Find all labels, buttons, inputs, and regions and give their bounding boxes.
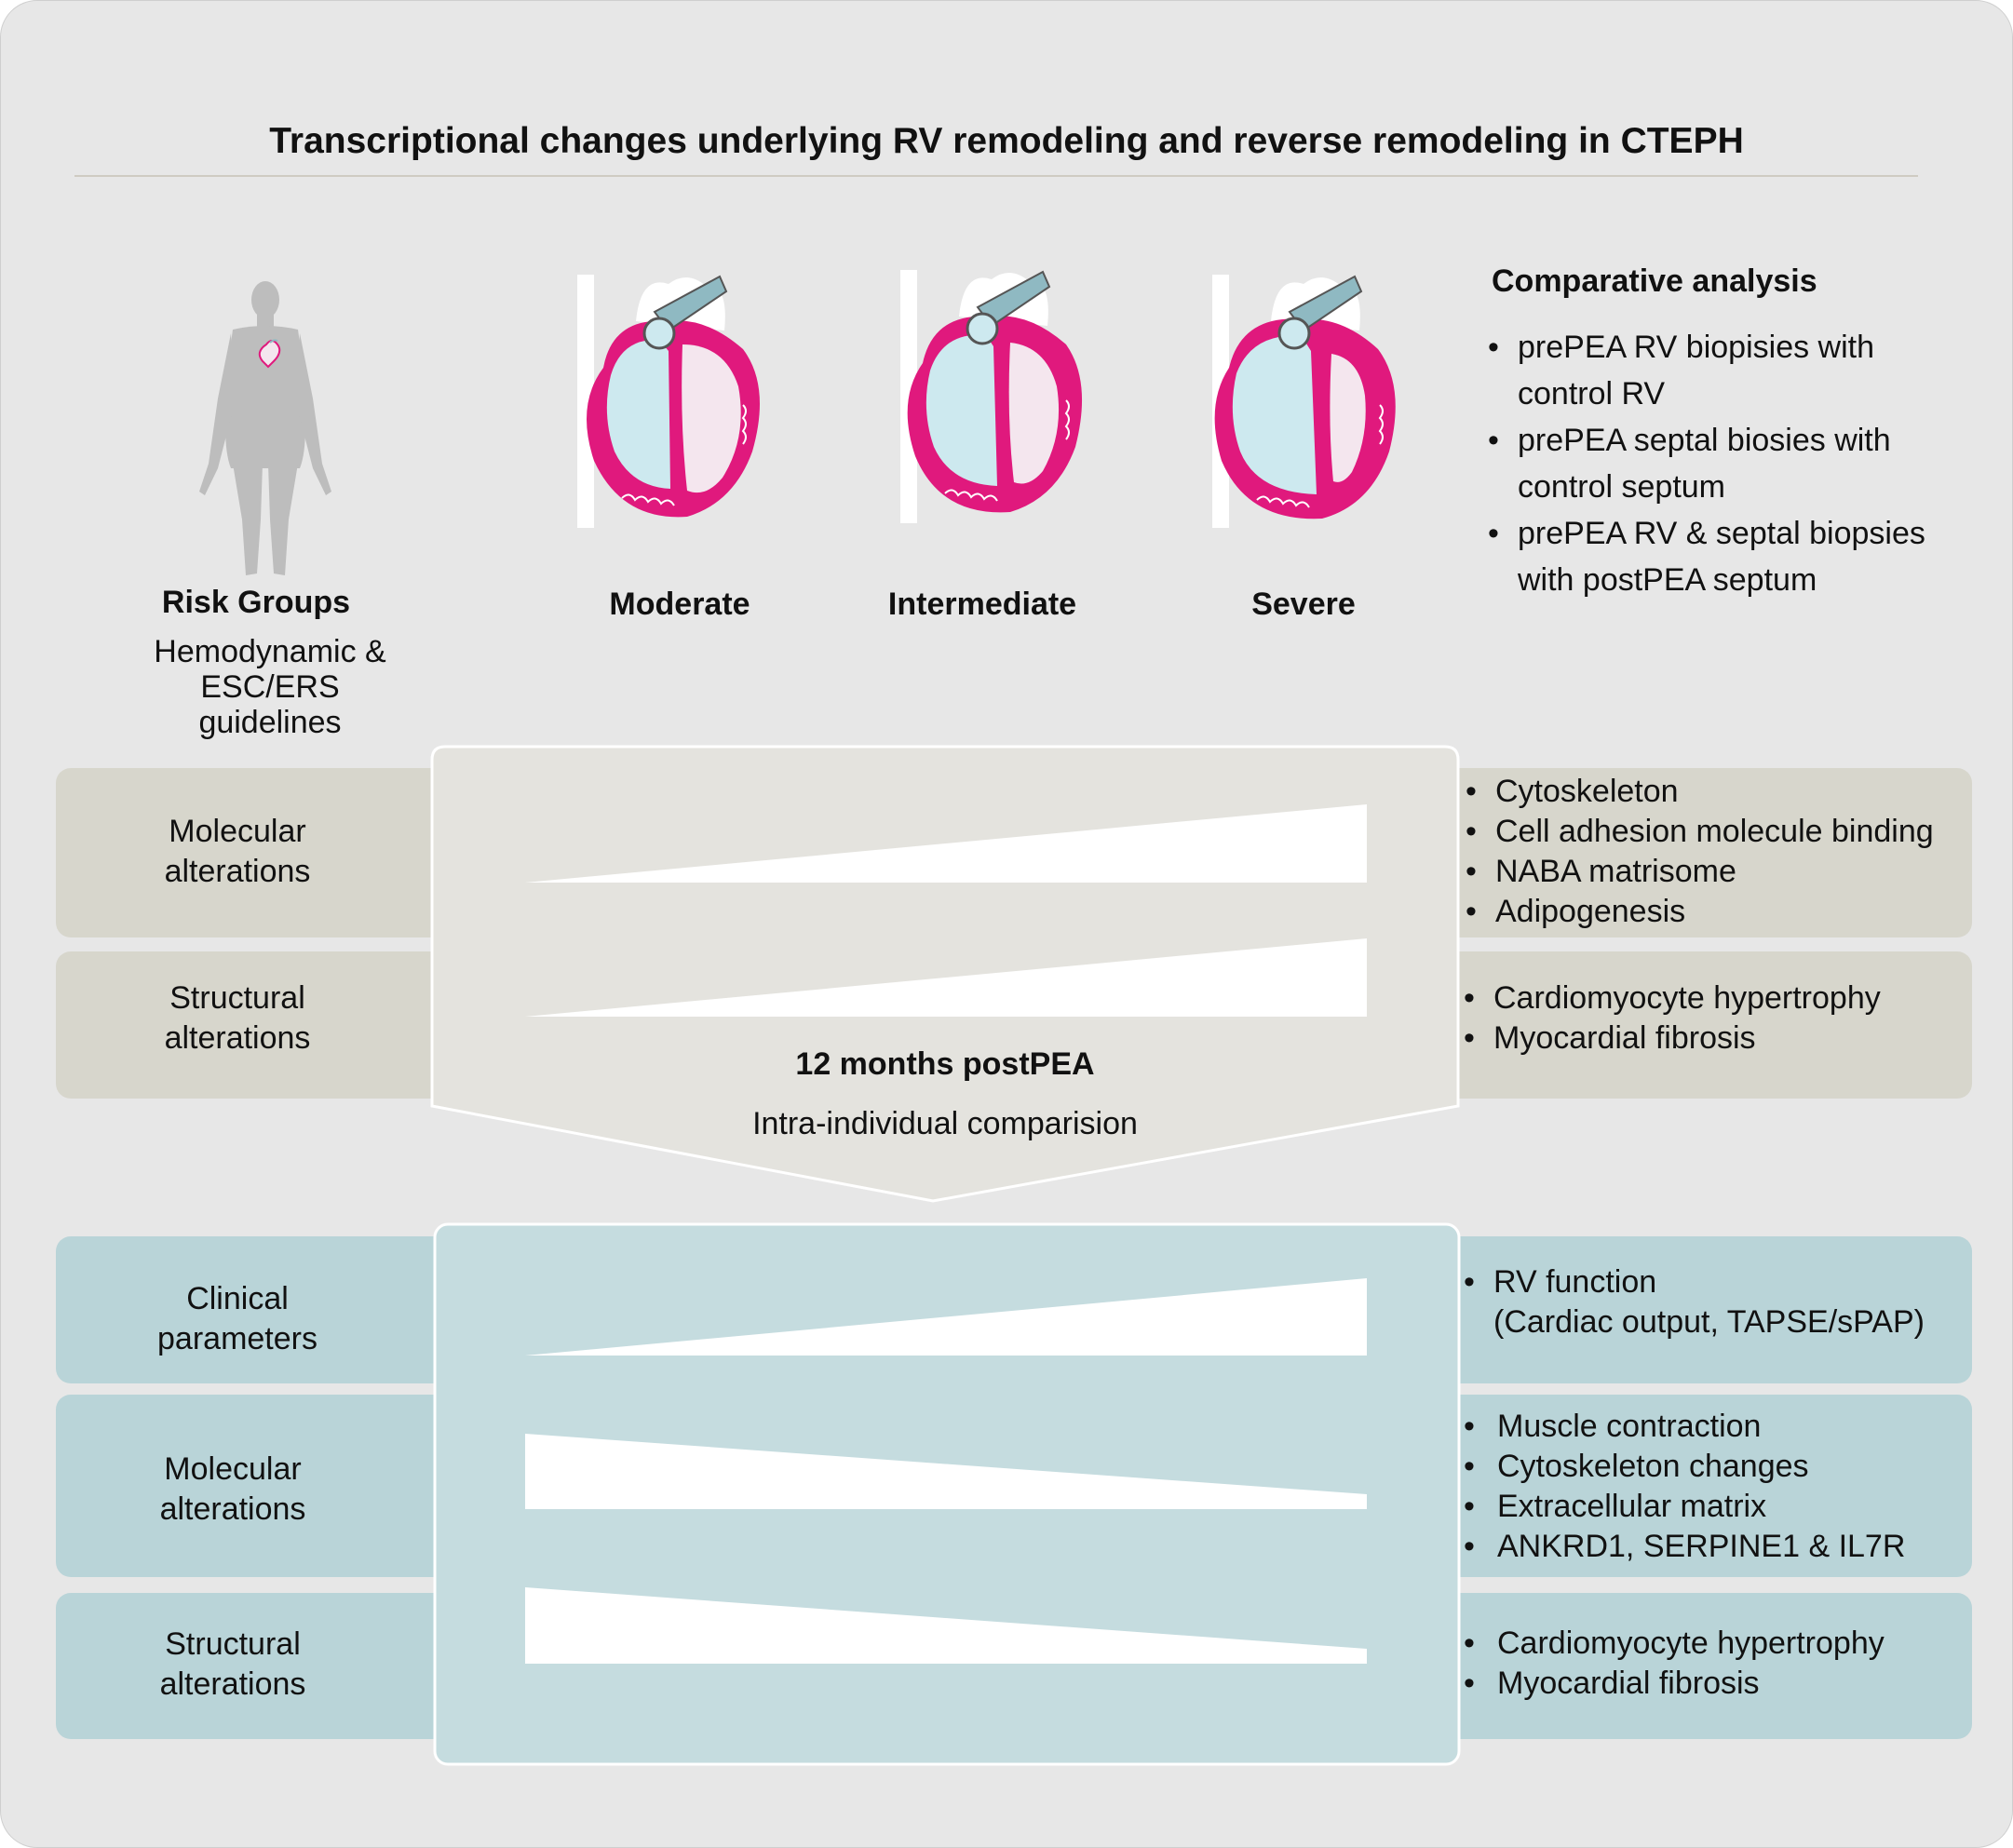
- row-label-line: alterations: [164, 1020, 311, 1056]
- post-clinical-label: Clinical parameters: [56, 1279, 419, 1359]
- risk-sub-line: Hemodynamic &: [154, 634, 386, 669]
- bullet-item: Myocardial fibrosis: [1462, 1018, 1965, 1059]
- title-divider: [74, 175, 1918, 177]
- risk-sub-line: guidelines: [198, 705, 342, 740]
- row-label-line: Molecular: [164, 1451, 302, 1487]
- bullet-item: Cell adhesion molecule binding: [1464, 812, 1966, 852]
- row-label-line: alterations: [164, 854, 311, 889]
- row-label-line: alterations: [159, 1491, 306, 1527]
- bullet-item: Adipogenesis: [1464, 892, 1966, 932]
- pre-structural-label: Structural alterations: [56, 978, 419, 1059]
- row-label-line: Structural: [165, 1626, 301, 1662]
- comparative-analysis-list: prePEA RV biopisies with control RV preP…: [1488, 324, 1972, 603]
- pre-pea-arrow-panel: [430, 745, 1460, 1203]
- post-clinical-bullets: RV function (Cardiac output, TAPSE/sPAP): [1462, 1262, 1965, 1342]
- severity-moderate-label: Moderate: [609, 587, 750, 622]
- heart-intermediate-icon: [900, 270, 1083, 523]
- human-silhouette-icon: [199, 281, 331, 575]
- decrease-wedge-structural: [525, 1587, 1367, 1664]
- heart-severe-icon: [1212, 275, 1396, 528]
- increase-wedge-molecular: [525, 804, 1367, 883]
- bullet-item: Myocardial fibrosis: [1462, 1664, 1965, 1704]
- risk-groups-subtitle: Hemodynamic & ESC/ERS guidelines: [112, 634, 428, 740]
- post-molecular-label: Molecular alterations: [56, 1450, 410, 1530]
- row-label-line: Molecular: [169, 814, 306, 849]
- bullet-item: Extracellular matrix: [1462, 1487, 1965, 1527]
- comparative-item: prePEA septal biosies with control septu…: [1488, 417, 1972, 510]
- comparative-item-line: prePEA RV & septal biopsies: [1518, 516, 1925, 551]
- bullet-item: Cytoskeleton changes: [1462, 1447, 1965, 1487]
- bullet-item: Cardiomyocyte hypertrophy: [1462, 1624, 1965, 1664]
- comparative-item-line: control septum: [1518, 469, 1725, 505]
- pre-structural-bullets: Cardiomyocyte hypertrophy Myocardial fib…: [1462, 978, 1965, 1059]
- comparative-item: prePEA RV & septal biopsies with postPEA…: [1488, 510, 1972, 603]
- bullet-continuation: (Cardiac output, TAPSE/sPAP): [1493, 1304, 1925, 1340]
- bullet-item: Cytoskeleton: [1464, 772, 1966, 812]
- bullet-item: RV function (Cardiac output, TAPSE/sPAP): [1462, 1262, 1965, 1342]
- timepoint-label: 12 months postPEA: [795, 1046, 1095, 1082]
- comparative-item: prePEA RV biopisies with control RV: [1488, 324, 1972, 417]
- severity-severe-label: Severe: [1251, 587, 1356, 622]
- decrease-wedge-molecular: [525, 1434, 1367, 1509]
- post-structural-bullets: Cardiomyocyte hypertrophy Myocardial fib…: [1462, 1624, 1965, 1704]
- comparative-item-line: prePEA RV biopisies with: [1518, 330, 1875, 365]
- increase-wedge-structural: [525, 938, 1367, 1017]
- bullet-item: ANKRD1, SERPINE1 & IL7R: [1462, 1527, 1965, 1567]
- comparison-label: Intra-individual comparision: [752, 1106, 1138, 1141]
- heart-moderate-icon: [577, 275, 760, 528]
- risk-groups-heading: Risk Groups: [161, 585, 351, 620]
- bullet-item: NABA matrisome: [1464, 852, 1966, 892]
- increase-wedge-clinical: [525, 1278, 1367, 1356]
- comparative-item-line: control RV: [1518, 376, 1666, 411]
- small-heart-icon: [258, 339, 281, 369]
- bullet-item: Cardiomyocyte hypertrophy: [1462, 978, 1965, 1018]
- figure-title: Transcriptional changes underlying RV re…: [269, 121, 1744, 161]
- pre-molecular-bullets: Cytoskeleton Cell adhesion molecule bind…: [1464, 772, 1966, 932]
- comparative-analysis-heading: Comparative analysis: [1492, 263, 1817, 299]
- post-pea-panel: [433, 1222, 1461, 1766]
- comparative-item-line: prePEA septal biosies with: [1518, 423, 1891, 458]
- row-label-line: alterations: [159, 1666, 306, 1702]
- post-molecular-bullets: Muscle contraction Cytoskeleton changes …: [1462, 1407, 1965, 1567]
- pre-molecular-label: Molecular alterations: [56, 812, 419, 892]
- row-label-line: Structural: [169, 980, 305, 1016]
- row-label-line: Clinical: [186, 1281, 289, 1316]
- post-structural-label: Structural alterations: [56, 1625, 410, 1705]
- severity-intermediate-label: Intermediate: [887, 587, 1077, 622]
- comparative-item-line: with postPEA septum: [1518, 562, 1817, 598]
- bullet-item: Muscle contraction: [1462, 1407, 1965, 1447]
- bullet-text: RV function: [1493, 1264, 1657, 1300]
- risk-sub-line: ESC/ERS: [200, 669, 340, 705]
- row-label-line: parameters: [157, 1321, 317, 1356]
